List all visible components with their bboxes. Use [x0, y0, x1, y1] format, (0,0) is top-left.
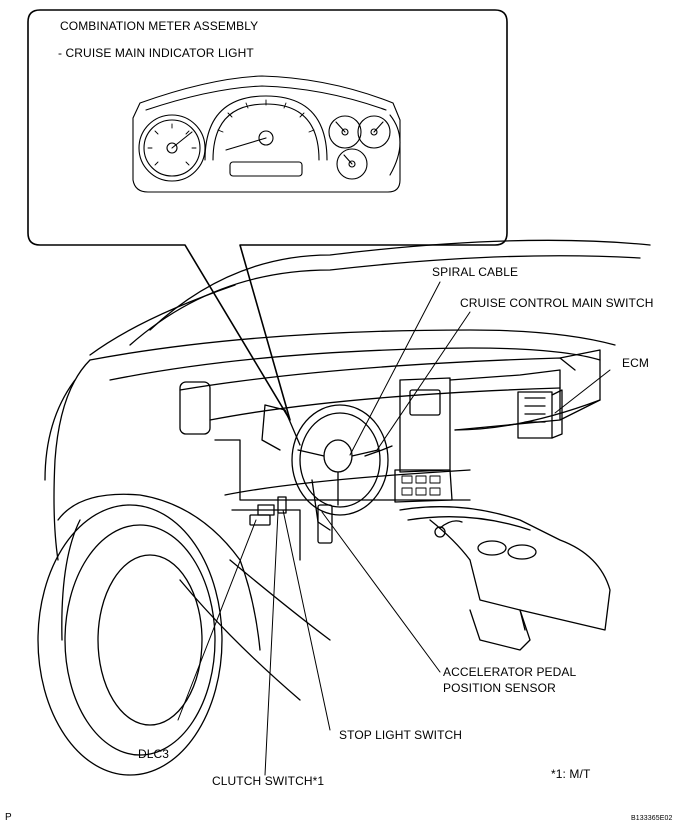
meter-callout-box [27, 9, 508, 421]
corner-mark: P [5, 812, 12, 823]
label-dlc3: DLC3 [138, 747, 170, 761]
label-ecm: ECM [622, 356, 649, 370]
footnote: *1: M/T [551, 767, 591, 781]
label-accel-sensor-line1: ACCELERATOR PEDAL [443, 665, 577, 679]
label-stop-light-switch: STOP LIGHT SWITCH [339, 728, 463, 742]
callout-title: COMBINATION METER ASSEMBLY [60, 19, 259, 33]
label-spiral-cable: SPIRAL CABLE [432, 265, 519, 279]
combination-meter-drawing [132, 75, 401, 193]
label-clutch-switch: CLUTCH SWITCH*1 [212, 774, 325, 788]
label-cruise-main-switch: CRUISE CONTROL MAIN SWITCH [460, 296, 654, 310]
label-accel-sensor-line2: POSITION SENSOR [443, 681, 556, 695]
figure-id: B133365E02 [631, 815, 673, 822]
leader-lines [177, 281, 611, 776]
callout-subtitle: - CRUISE MAIN INDICATOR LIGHT [58, 46, 254, 60]
vehicle-body-drawing [37, 239, 651, 776]
